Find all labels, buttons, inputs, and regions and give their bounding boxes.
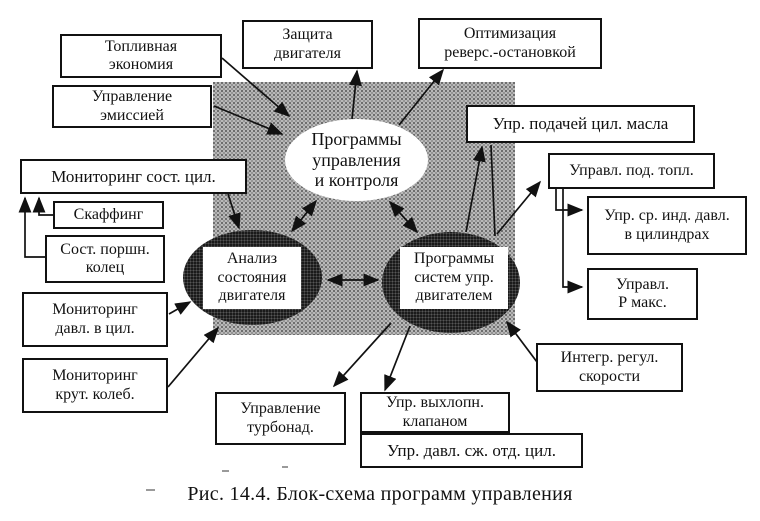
scan-artifact <box>146 489 155 491</box>
arrow-pressmon-to-analysis <box>168 301 192 315</box>
box-integrated-speed-governor: Интегр. регул. скорости <box>536 343 683 392</box>
arrow-central-to-optimization <box>398 68 445 126</box>
box-piston-rings-condition: Сост. поршн. колец <box>45 235 165 283</box>
box-reverse-stop-optimization: Оптимизация реверс.-остановкой <box>418 18 602 69</box>
box-scuffing: Скаффинг <box>53 201 164 229</box>
arrow-systems-to-turbo <box>332 322 392 388</box>
ellipse-control-programs: Программы управления и контроля <box>285 119 428 201</box>
box-exhaust-valve-control: Упр. выхлопн. клапаном <box>360 392 510 433</box>
figure-caption: Рис. 14.4. Блок-схема программ управлени… <box>187 483 573 505</box>
arrow-scuffing-to-cylmon <box>32 196 54 216</box>
box-torsional-vibration-monitoring: Мониторинг крут. колеб. <box>22 358 168 413</box>
box-compression-pressure-control: Упр. давл. сж. отд. цил. <box>360 433 583 468</box>
box-pmax-control: Управл. Р макс. <box>587 268 698 320</box>
box-oil-supply-control: Упр. подачей цил. масла <box>466 105 695 143</box>
arrow-systems-to-oilsupply <box>465 145 486 233</box>
arrow-central-to-protection <box>349 69 362 120</box>
box-emission-control: Управление эмиссией <box>52 85 212 128</box>
arrow-systems-to-exhaust <box>384 325 411 392</box>
box-cylinder-condition-monitoring: Мониторинг сост. цил. <box>20 159 247 194</box>
arrow-emission-to-central <box>213 105 284 135</box>
box-fuel-economy: Топливная экономия <box>60 34 222 78</box>
scan-artifact <box>282 466 288 468</box>
arrow-cylmon-to-analysis <box>227 193 241 230</box>
box-turbocharge-control: Управление турбонад. <box>215 392 346 445</box>
engine-control-systems-label: Программы систем упр. двигателем <box>400 247 508 309</box>
line-systems-to-oilsupply-2 <box>490 144 496 237</box>
arrow-torsmon-to-analysis <box>167 326 220 388</box>
box-mean-indicated-pressure: Упр. ср. инд. давл. в цилиндрах <box>587 196 747 255</box>
arrow-fuelsupply-to-mip <box>555 189 584 217</box>
arrow-central-systems <box>388 200 419 234</box>
box-fuel-supply-control: Управл. под. топл. <box>548 153 715 189</box>
engine-condition-analysis-label: Анализ состояния двигателя <box>203 247 301 309</box>
arrow-central-analysis <box>290 199 318 233</box>
box-engine-protection: Защита двигателя <box>242 20 373 69</box>
arrow-speedgov-to-systems <box>506 320 538 363</box>
arrow-fuel-economy-to-central <box>221 57 291 118</box>
box-cylinder-pressure-monitoring: Мониторинг давл. в цил. <box>22 292 168 347</box>
arrow-fuelsupply-to-pmax <box>562 189 584 294</box>
scan-artifact <box>222 470 229 472</box>
arrow-systems-to-fuelsupply <box>496 180 542 235</box>
arrow-rings-to-cylmon <box>18 196 46 258</box>
